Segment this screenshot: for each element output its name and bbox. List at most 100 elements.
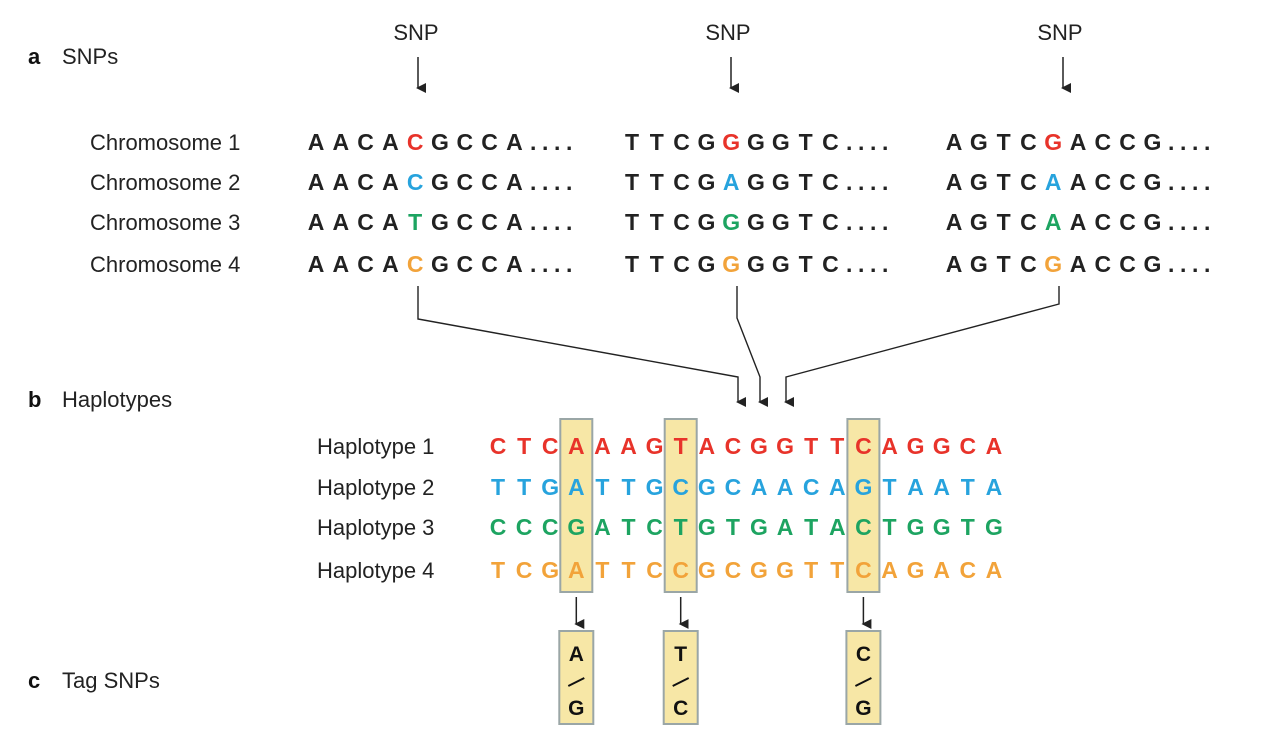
sequence-base: C xyxy=(1094,209,1111,235)
sequence-base: G xyxy=(970,169,988,195)
sequence-base: C xyxy=(1020,251,1037,277)
snp-base: C xyxy=(407,251,424,277)
sequence-base: C xyxy=(357,169,374,195)
haplotype-base: A xyxy=(986,474,1003,500)
haplotype-base: T xyxy=(882,474,896,500)
sequence-base: A xyxy=(382,209,399,235)
sequence-base: T xyxy=(625,209,639,235)
sequence-ellipsis-dot: . xyxy=(1168,251,1174,277)
chromosome-label: Chromosome 2 xyxy=(90,170,240,195)
haplotype-base: G xyxy=(907,557,925,583)
snp-base: G xyxy=(722,209,740,235)
sequence-base: C xyxy=(822,129,839,155)
sequence-base: C xyxy=(1119,251,1136,277)
sequence-base: G xyxy=(747,251,765,277)
haplotype-base: T xyxy=(517,474,531,500)
haplotype-base: C xyxy=(490,433,507,459)
haplotype-base: T xyxy=(621,474,635,500)
sequence-ellipsis-dot: . xyxy=(554,209,560,235)
haplotype-base: C xyxy=(855,514,872,540)
sequence-base: C xyxy=(481,169,498,195)
haplotype-base: T xyxy=(804,514,818,540)
tag-allele-bottom: C xyxy=(673,697,688,720)
haplotype-highlight-columns xyxy=(559,418,881,593)
sequence-ellipsis-dot: . xyxy=(542,129,548,155)
haplotype-base: G xyxy=(541,557,559,583)
sequence-base: C xyxy=(822,251,839,277)
sequence-base: A xyxy=(1070,251,1087,277)
haplotype-base: G xyxy=(750,433,768,459)
haplotype-base: T xyxy=(804,557,818,583)
sequence-base: A xyxy=(506,169,523,195)
sequence-base: G xyxy=(431,209,449,235)
haplotype-label: Haplotype 1 xyxy=(317,434,434,459)
tag-snp-box xyxy=(845,630,882,725)
haplotype-base: A xyxy=(907,474,924,500)
sequence-base: A xyxy=(506,129,523,155)
sequence-base: A xyxy=(382,169,399,195)
sequence-ellipsis-dot: . xyxy=(882,251,888,277)
sequence-base: G xyxy=(697,129,715,155)
snp-base: G xyxy=(722,129,740,155)
haplotype-base: G xyxy=(907,433,925,459)
sequence-ellipsis-dot: . xyxy=(882,129,888,155)
sequence-ellipsis-dot: . xyxy=(1168,169,1174,195)
haplotype-base: C xyxy=(959,557,976,583)
haplotype-base: A xyxy=(698,433,715,459)
haplotype-label: Haplotype 2 xyxy=(317,475,434,500)
haplotype-base: C xyxy=(725,474,742,500)
sequence-base: A xyxy=(382,129,399,155)
haplotype-base: T xyxy=(491,474,505,500)
chromosome-label: Chromosome 1 xyxy=(90,130,240,155)
tag-snp-box xyxy=(558,630,595,725)
sequence-base: C xyxy=(822,209,839,235)
sequence-base: A xyxy=(506,209,523,235)
sequence-base: T xyxy=(997,209,1011,235)
connector-line-1 xyxy=(417,286,746,407)
haplotype-base: C xyxy=(725,557,742,583)
sequence-base: G xyxy=(772,169,790,195)
sequence-base: C xyxy=(673,129,690,155)
panel-a-title: SNPs xyxy=(62,44,118,69)
haplotype-base: G xyxy=(567,514,585,540)
sequence-base: C xyxy=(1020,209,1037,235)
sequence-ellipsis-dot: . xyxy=(846,169,852,195)
sequence-base: T xyxy=(625,251,639,277)
haplotype-base: A xyxy=(568,557,585,583)
haplotype-base: G xyxy=(933,514,951,540)
haplotype-base: C xyxy=(516,557,533,583)
snp-base: C xyxy=(407,129,424,155)
haplotype-base: C xyxy=(725,433,742,459)
haplotype-base: G xyxy=(776,557,794,583)
haplotype-base: A xyxy=(620,433,637,459)
sequence-base: C xyxy=(673,251,690,277)
snp-label-3: SNP xyxy=(1037,20,1082,45)
panel-b-title: Haplotypes xyxy=(62,387,172,412)
sequence-base: T xyxy=(799,251,813,277)
tag-allele-top: T xyxy=(674,643,687,666)
sequence-base: C xyxy=(1119,129,1136,155)
sequence-base: C xyxy=(1020,129,1037,155)
sequence-base: C xyxy=(357,251,374,277)
sequence-base: G xyxy=(772,209,790,235)
haplotype-base: C xyxy=(855,557,872,583)
sequence-base: C xyxy=(1020,169,1037,195)
sequence-base: A xyxy=(308,251,325,277)
sequence-base: G xyxy=(970,129,988,155)
sequence-base: T xyxy=(799,129,813,155)
haplotype-base: A xyxy=(933,557,950,583)
highlight-column xyxy=(559,418,594,593)
haplotype-base: A xyxy=(986,433,1003,459)
snp-base: A xyxy=(1045,169,1062,195)
sequence-ellipsis-dot: . xyxy=(846,129,852,155)
snp-base: A xyxy=(723,169,740,195)
haplotype-base: A xyxy=(594,433,611,459)
haplotype-base: A xyxy=(829,474,846,500)
sequence-base: C xyxy=(456,129,473,155)
sequence-base: T xyxy=(650,209,664,235)
sequence-ellipsis-dot: . xyxy=(1168,209,1174,235)
sequence-ellipsis-dot: . xyxy=(530,209,536,235)
sequence-ellipsis-dot: . xyxy=(566,129,572,155)
